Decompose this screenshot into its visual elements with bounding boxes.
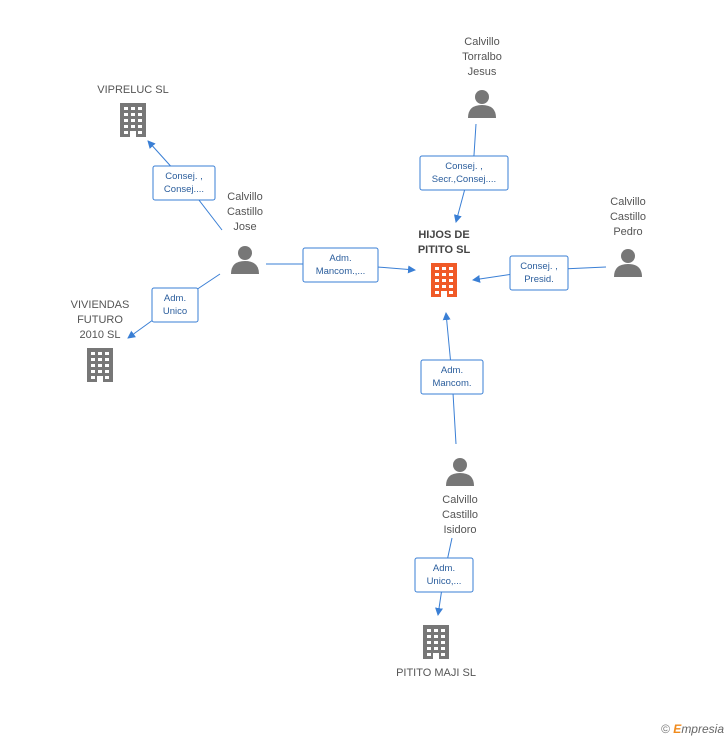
node-viviendas[interactable]: VIVIENDAS FUTURO 2010 SL bbox=[71, 299, 130, 382]
node-label: Torralbo bbox=[462, 51, 502, 63]
role-label-line: Consej. , bbox=[520, 261, 558, 272]
building-icon bbox=[431, 263, 457, 297]
role-label-line: Secr.,Consej.... bbox=[432, 174, 496, 185]
node-label: Calvillo bbox=[464, 36, 499, 48]
node-label: VIVIENDAS bbox=[71, 299, 130, 311]
node-label: Calvillo bbox=[227, 191, 262, 203]
node-label: Pedro bbox=[613, 226, 642, 238]
empresia-logo: © Empresia bbox=[661, 722, 724, 736]
person-icon bbox=[614, 249, 642, 277]
node-label: FUTURO bbox=[77, 314, 123, 326]
edge-jose-to-hijos: Adm. Mancom.,... bbox=[266, 247, 416, 283]
role-label-box[interactable]: Consej. , Secr.,Consej.... bbox=[419, 155, 509, 191]
role-label-box[interactable]: Adm. Unico,... bbox=[414, 557, 474, 593]
role-label-line: Presid. bbox=[524, 274, 554, 285]
edge-isidoro-to-hijos: Adm. Mancom. bbox=[420, 312, 484, 445]
edge-isidoro-to-pitito_maji: Adm. Unico,... bbox=[414, 537, 474, 616]
edge-jose-to-viviendas: Adm. Unico bbox=[127, 273, 221, 339]
edge-jose-to-vipreluc: Consej. , Consej.... bbox=[147, 140, 223, 231]
person-icon bbox=[231, 246, 259, 274]
role-label-box[interactable]: Adm. Mancom. bbox=[420, 359, 484, 395]
node-label: 2010 SL bbox=[80, 329, 121, 341]
role-label-line: Adm. bbox=[433, 563, 455, 574]
edge-torralbo-to-hijos: Consej. , Secr.,Consej.... bbox=[419, 123, 509, 223]
role-label-line: Consej. , bbox=[445, 161, 483, 172]
building-icon bbox=[120, 103, 146, 137]
node-hijos[interactable]: HIJOS DE PITITO SL bbox=[418, 229, 471, 297]
node-label: Castillo bbox=[227, 206, 263, 218]
person-icon bbox=[446, 458, 474, 486]
person-icon bbox=[468, 90, 496, 118]
building-icon bbox=[87, 348, 113, 382]
role-label-line: Adm. bbox=[164, 293, 186, 304]
role-label-line: Consej.... bbox=[164, 184, 204, 195]
role-label-line: Unico,... bbox=[427, 576, 462, 587]
node-label: PITITO SL bbox=[418, 244, 471, 256]
node-label: Calvillo bbox=[442, 494, 477, 506]
node-vipreluc[interactable]: VIPRELUC SL bbox=[97, 84, 169, 137]
edge-arrow bbox=[453, 123, 477, 223]
node-label: HIJOS DE bbox=[418, 229, 469, 241]
role-label-box[interactable]: Consej. , Consej.... bbox=[152, 165, 216, 201]
node-pitito_maji[interactable]: PITITO MAJI SL bbox=[396, 625, 476, 679]
edge-pedro-to-hijos: Consej. , Presid. bbox=[472, 255, 607, 291]
role-label-box[interactable]: Consej. , Presid. bbox=[509, 255, 569, 291]
role-label-line: Adm. bbox=[329, 253, 351, 264]
building-icon bbox=[423, 625, 449, 659]
node-label: PITITO MAJI SL bbox=[396, 667, 476, 679]
role-label-box[interactable]: Adm. Mancom.,... bbox=[302, 247, 379, 283]
role-label-box[interactable]: Adm. Unico bbox=[151, 287, 199, 323]
node-label: Jose bbox=[233, 221, 256, 233]
role-label-line: Consej. , bbox=[165, 171, 203, 182]
node-label: Calvillo bbox=[610, 196, 645, 208]
role-label-line: Mancom.,... bbox=[316, 266, 366, 277]
role-label-line: Mancom. bbox=[432, 378, 471, 389]
node-label: VIPRELUC SL bbox=[97, 84, 169, 96]
role-label-line: Unico bbox=[163, 306, 187, 317]
node-label: Castillo bbox=[442, 509, 478, 521]
node-label: Isidoro bbox=[443, 524, 476, 536]
node-label: Castillo bbox=[610, 211, 646, 223]
role-label-line: Adm. bbox=[441, 365, 463, 376]
node-label: Jesus bbox=[468, 66, 497, 78]
